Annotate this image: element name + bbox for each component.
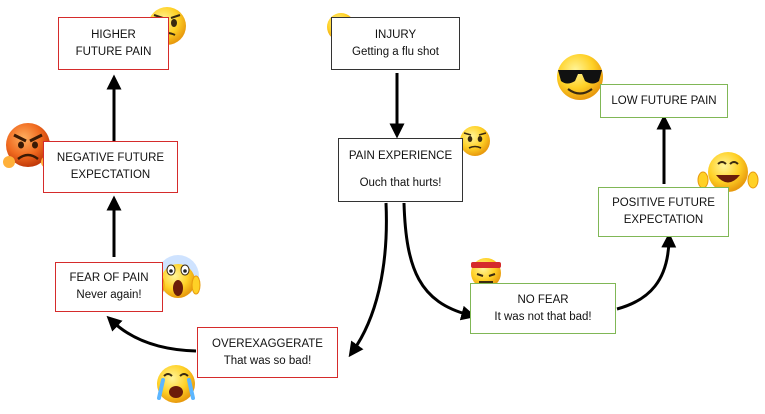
node-pain-experience: PAIN EXPERIENCE Ouch that hurts! [338,138,463,202]
arrow-pain-to-no-fear [402,202,477,321]
node-overexaggerate: OVEREXAGGERATE That was so bad! [197,327,338,378]
arrow-no-fear-to-positive [616,232,677,311]
node-injury-line1: INJURY [374,28,417,41]
node-overexaggerate-line1: OVEREXAGGERATE [212,337,323,350]
connector-arrows [106,73,677,358]
node-pain-line2: Ouch that hurts! [359,177,442,190]
node-injury: INJURY Getting a flu shot [331,17,460,70]
arrow-pain-to-overexaggerate [348,202,388,358]
node-positive-line1: POSITIVE FUTURE [612,197,715,210]
node-no-fear: NO FEAR It was not that bad! [470,283,616,334]
happy-emoji-icon [697,152,759,192]
tough-emoji-icon [471,258,501,288]
node-no-fear-line1: NO FEAR [517,293,569,306]
node-positive-line2: EXPECTATION [623,214,704,226]
node-no-fear-line2: It was not that bad! [494,310,592,323]
node-injury-line2: Getting a flu shot [352,45,439,58]
node-pain-line1: PAIN EXPERIENCE [348,150,453,163]
screaming-emoji-icon [155,255,201,298]
node-higher-future-pain: HIGHER FUTURE PAIN [58,17,169,70]
node-negative-future-expectation: NEGATIVE FUTURE EXPECTATION [43,141,178,193]
node-higher-future-pain-line1: HIGHER [91,28,136,41]
node-fear-of-pain: FEAR OF PAIN Never again! [55,262,163,312]
worried-emoji-icon-small [460,126,490,156]
node-fear-line2: Never again! [76,289,142,301]
crying-emoji-icon [157,365,195,403]
node-higher-future-pain-line2: FUTURE PAIN [75,45,152,58]
node-negative-line1: NEGATIVE FUTURE [56,152,165,165]
node-positive-future-expectation: POSITIVE FUTURE EXPECTATION [598,187,729,237]
node-overexaggerate-line2: That was so bad! [223,354,312,367]
arrow-overexaggerate-to-fear [106,315,197,353]
sunglasses-emoji-icon [557,54,603,100]
node-low-future-pain: LOW FUTURE PAIN [600,84,728,118]
node-low-line1: LOW FUTURE PAIN [611,94,717,107]
node-fear-line1: FEAR OF PAIN [69,272,149,285]
node-negative-line2: EXPECTATION [70,169,151,181]
